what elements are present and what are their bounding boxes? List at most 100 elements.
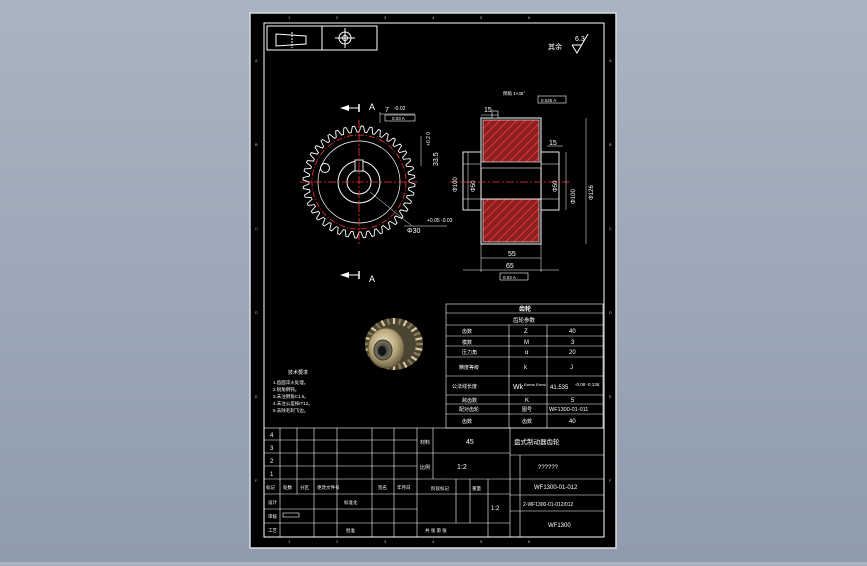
- zone-marker: 6: [528, 539, 531, 544]
- sheet-count: 共 张 第 张: [425, 527, 447, 534]
- width-65-dim: 65: [506, 263, 514, 270]
- zone-marker: B: [609, 142, 612, 147]
- param-value-tol: -0.08 -0.136: [575, 382, 600, 387]
- zone-marker: 4: [432, 539, 435, 544]
- school-name: ??????: [538, 465, 559, 471]
- drawing-number-2: 2-WF1300-01-012/012: [523, 502, 574, 508]
- bore-tol: +0.05 -0.03: [427, 218, 453, 224]
- key-depth-tol: +0.2 0: [426, 132, 432, 146]
- param-label: 齿数: [462, 328, 472, 335]
- render-tooth: [380, 320, 386, 327]
- param-value: 40: [569, 419, 576, 425]
- param-label: 精度等级: [459, 364, 479, 371]
- render-tooth: [410, 355, 418, 362]
- projection-symbol-box: [266, 25, 378, 51]
- zone-marker: B: [255, 142, 258, 147]
- param-sym-sub: Ewms Ewmi: [524, 382, 546, 387]
- header-cell: 年月日: [397, 484, 411, 491]
- gear-parameter-table: [445, 303, 604, 429]
- zone-marker: A: [609, 58, 612, 63]
- param-value: 41.535: [550, 385, 569, 391]
- revision-row-number: 3: [270, 446, 274, 452]
- param-sym: 图号: [522, 407, 532, 413]
- drawing-number: WF1300-01-012: [534, 485, 578, 491]
- param-label: 公法线长度: [452, 383, 477, 390]
- param-label: 跨齿数: [462, 397, 477, 404]
- param-table-subtitle: 齿轮参数: [513, 316, 536, 324]
- zone-marker: 3: [384, 15, 387, 20]
- keyway-tolerance: -0.02: [394, 106, 406, 112]
- param-label: 模数: [462, 339, 472, 346]
- stage-label: 阶段标记: [431, 485, 449, 492]
- chamfer-note: 倒角 1×45°: [503, 90, 525, 97]
- render-tooth: [386, 318, 391, 325]
- weight-label: 重量: [472, 485, 481, 492]
- zone-marker: 2: [336, 15, 339, 20]
- zone-marker: A: [255, 58, 258, 63]
- tech-req-item-2: 2.锐角倒钝。: [273, 386, 299, 393]
- surface-roughness-note: 其余 6.3: [548, 33, 589, 54]
- role-designer: 设计: [268, 499, 277, 506]
- width-55-dim: 55: [508, 251, 516, 258]
- param-label: 配对齿轮: [459, 406, 479, 413]
- approve-label: 批准: [346, 527, 355, 534]
- zone-marker: C: [609, 226, 612, 231]
- param-sym: M: [524, 340, 529, 346]
- section-label-top: A: [369, 102, 375, 112]
- param-value: 3: [571, 340, 575, 346]
- param-label: 压力角: [462, 349, 477, 356]
- hub-diameter-left: Φ100: [453, 177, 459, 192]
- keyway-width-dim: 7: [385, 107, 389, 114]
- render-tooth: [397, 318, 402, 325]
- zone-marker: 6: [528, 15, 531, 20]
- material-label: 材料: [420, 439, 430, 446]
- render-tooth: [406, 322, 413, 330]
- hub-bore-right: Φ50: [553, 180, 559, 192]
- gear-3d-render: [365, 318, 423, 370]
- tech-req-item-1: 1.齿面淬火处理。: [273, 379, 308, 386]
- bore-dim: Φ30: [407, 228, 420, 235]
- drawing-title: 盘式制动器齿轮: [514, 437, 560, 446]
- zone-marker: F: [255, 478, 258, 483]
- header-cell: 签名: [378, 484, 387, 491]
- render-tooth: [375, 322, 382, 330]
- render-tooth: [415, 337, 423, 341]
- runout-tolerance-top: 0.025 A: [541, 98, 556, 103]
- param-sym: 齿数: [522, 418, 532, 425]
- title-block-grid: [263, 427, 605, 538]
- render-tooth: [397, 363, 402, 370]
- zone-marker: 5: [480, 15, 483, 20]
- param-value: 20: [569, 350, 576, 356]
- render-tooth: [413, 331, 421, 337]
- scale-value: 1:2: [457, 464, 467, 471]
- tech-req-item-4: 4.未注公差按IT12。: [273, 400, 313, 407]
- zone-marker: F: [609, 478, 612, 483]
- roughness-value: 6.3: [575, 36, 585, 43]
- zone-marker: C: [255, 226, 258, 231]
- zone-marker: 1: [288, 539, 291, 544]
- gear-teeth-outline: [302, 125, 416, 239]
- revision-row-number: 4: [270, 433, 274, 439]
- std-label: 标准化: [344, 499, 358, 506]
- header-cell: 标记: [266, 484, 275, 491]
- tech-req-item-3: 3.未注倒角C1.5。: [273, 393, 309, 400]
- param-value: 5: [571, 398, 575, 404]
- header-cell: 分区: [300, 484, 309, 491]
- zone-marker: 3: [384, 539, 387, 544]
- param-sym: α: [525, 350, 529, 356]
- render-tooth: [402, 320, 408, 327]
- param-table-text: 齿轮 齿轮参数 齿数 Z 40 模数 M 3 压力角 α 20 精度等级 k J…: [452, 305, 600, 425]
- face-length-dim-b: 15: [549, 140, 557, 147]
- param-value: WF1300-01-011: [549, 407, 588, 413]
- technical-requirements: 技术要求 1.齿面淬火处理。 2.锐角倒钝。 3.未注倒角C1.5。 4.未注公…: [273, 369, 313, 414]
- scale-label: 比例: [420, 464, 430, 471]
- hub-bore-left: Φ50: [471, 180, 477, 192]
- render-tooth: [406, 358, 413, 366]
- zone-marker: E: [609, 394, 612, 399]
- runout-tolerance-bottom: 0.03 A: [503, 275, 516, 280]
- zone-marker: 2: [336, 539, 339, 544]
